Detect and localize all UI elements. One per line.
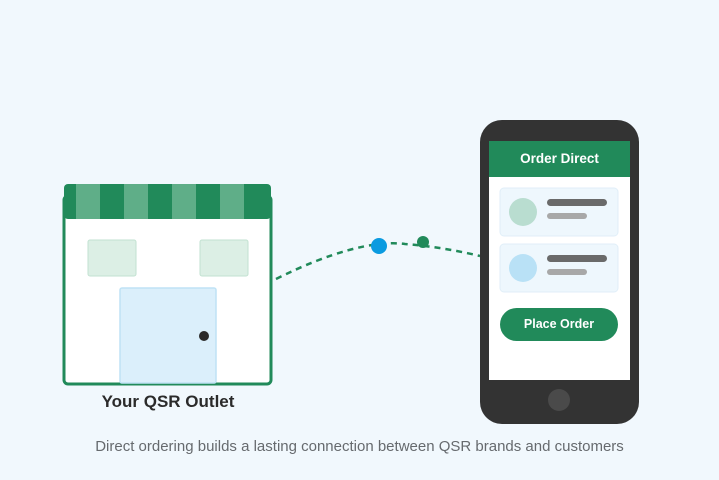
order-item-card [499, 187, 619, 237]
store-icon [62, 184, 273, 386]
store-awning [64, 184, 271, 219]
item-subtitle-line [547, 213, 587, 219]
item-title-line [547, 199, 607, 206]
item-title-line [547, 255, 607, 262]
order-item-card [499, 243, 619, 293]
phone-header-title: Order Direct [520, 151, 599, 166]
home-button-icon[interactable] [548, 389, 570, 411]
place-order-button[interactable]: Place Order [500, 308, 618, 341]
store-window-left [87, 239, 137, 277]
store-window-right [199, 239, 249, 277]
door-knob [199, 331, 209, 341]
item-subtitle-line [547, 269, 587, 275]
item-thumbnail [509, 198, 537, 226]
connection-dot-green [417, 236, 429, 248]
outlet-label: Your QSR Outlet [101, 392, 235, 411]
connection-path [275, 242, 481, 281]
connection-dot-blue [371, 238, 387, 254]
phone-header-bar [489, 141, 630, 177]
item-thumbnail [509, 254, 537, 282]
store-door [119, 287, 217, 384]
caption: Direct ordering builds a lasting connect… [95, 438, 624, 455]
